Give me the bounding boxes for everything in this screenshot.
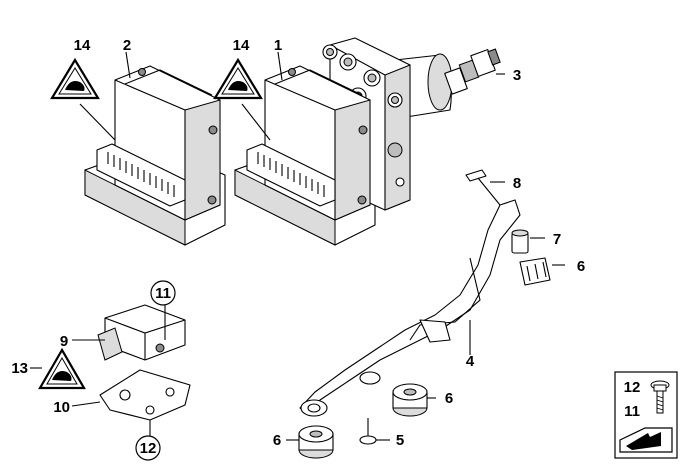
callout-label: 6	[577, 258, 585, 275]
grommet-6-lower	[298, 425, 334, 459]
callout-ring-12	[135, 435, 161, 461]
callout-label: 10	[53, 399, 70, 416]
next-page-arrow-icon[interactable]	[619, 427, 673, 453]
callout-label: 14	[74, 37, 91, 54]
hydraulic-unit-1	[234, 37, 453, 246]
warning-triangle-icon	[213, 57, 263, 100]
callout-label: 3	[513, 67, 521, 84]
grommet-6-middle	[392, 383, 428, 417]
callout-label: 6	[445, 390, 453, 407]
callout-label: 14	[233, 37, 250, 54]
callout-label: 11	[155, 285, 171, 302]
warning-triangle-icon	[38, 347, 86, 390]
callout-label: 4	[466, 353, 475, 370]
callout-label: 2	[123, 37, 131, 54]
bracket-4	[299, 199, 521, 417]
leader-lines	[30, 51, 565, 441]
callout-label: 7	[553, 231, 561, 248]
callout-label: 5	[396, 432, 404, 449]
pressure-sensor-3	[444, 48, 501, 95]
callout-label: 12	[140, 440, 157, 457]
legend-label-top: 12	[624, 379, 641, 396]
callout-label: 1	[274, 37, 282, 54]
warning-triangle-icon	[50, 57, 100, 100]
mounting-plate-10	[99, 369, 191, 421]
legend-box: 12 11	[614, 371, 678, 459]
legend-label-bottom: 11	[624, 403, 640, 420]
bolt-icon	[650, 380, 670, 414]
callout-label: 13	[11, 360, 28, 377]
rubber-mount-6-upper	[519, 257, 551, 286]
callout-label: 8	[513, 175, 521, 192]
callout-label: 6	[273, 432, 281, 449]
sensor-9	[97, 304, 186, 361]
bolt-8	[465, 169, 501, 206]
callout-label: 9	[60, 333, 68, 350]
rubber-mount-7	[511, 229, 529, 254]
control-unit-2	[84, 65, 226, 246]
screw-5	[359, 418, 377, 445]
callout-ring-11	[150, 280, 176, 306]
